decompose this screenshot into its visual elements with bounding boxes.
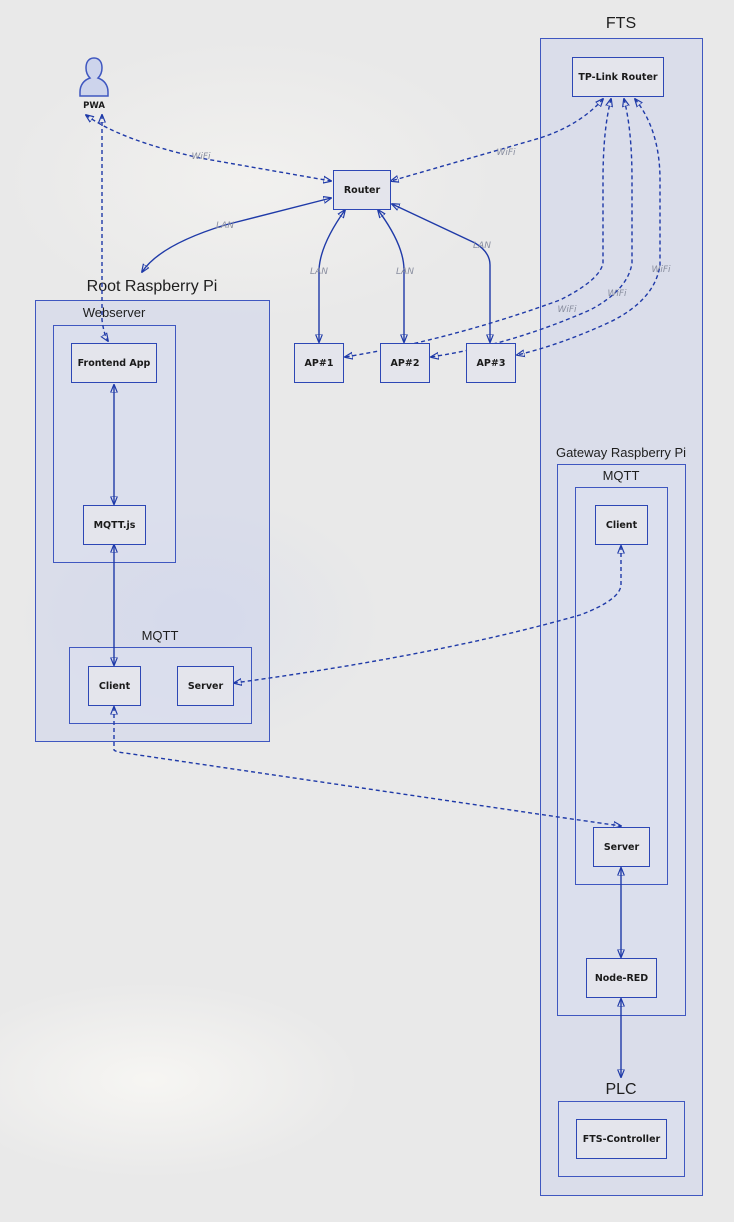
ap3-node[interactable]: AP#3 <box>466 343 516 383</box>
edge-label-tplink-ap1: WiFi <box>557 305 577 315</box>
edge-label-router-ap1: LAN <box>310 267 328 277</box>
plc-group-title: PLC <box>605 1081 637 1098</box>
router-node[interactable]: Router <box>333 170 391 210</box>
edge-label-router-ap2: LAN <box>396 267 414 277</box>
edge-label-pwa-router: WiFi <box>191 152 211 162</box>
webserver-group-title: Webserver <box>82 305 146 320</box>
fts-group-title: FTS <box>605 15 637 32</box>
frontend-app-node[interactable]: Frontend App <box>71 343 157 383</box>
gateway-pi-group-title: Gateway Raspberry Pi <box>555 445 687 460</box>
edge-label-tplink-ap2: WiFi <box>607 289 627 299</box>
edge-label-tplink-ap3: WiFi <box>651 265 671 275</box>
user-icon[interactable] <box>79 56 109 98</box>
fts-controller-node[interactable]: FTS-Controller <box>576 1119 667 1159</box>
pwa-label: PWA <box>83 101 105 111</box>
edge-router-rootpi <box>142 198 331 272</box>
gateway-mqtt-group-title: MQTT <box>602 468 640 483</box>
edge-label-router-rootpi: LAN <box>216 221 234 231</box>
edge-label-tplink-router: WiFi <box>496 148 516 158</box>
root-mqtt-client-node[interactable]: Client <box>88 666 141 706</box>
edge-pwa-router <box>86 115 331 181</box>
gateway-mqtt-group <box>575 487 668 885</box>
gateway-mqtt-client-node[interactable]: Client <box>595 505 648 545</box>
ap2-node[interactable]: AP#2 <box>380 343 430 383</box>
edge-label-router-ap3: LAN <box>473 241 491 251</box>
mqttjs-node[interactable]: MQTT.js <box>83 505 146 545</box>
root-pi-group-title: Root Raspberry Pi <box>86 278 218 295</box>
gateway-mqtt-server-node[interactable]: Server <box>593 827 650 867</box>
ap1-node[interactable]: AP#1 <box>294 343 344 383</box>
root-mqtt-server-node[interactable]: Server <box>177 666 234 706</box>
root-mqtt-group-title: MQTT <box>141 628 179 643</box>
tplink-router-node[interactable]: TP-Link Router <box>572 57 664 97</box>
node-red-node[interactable]: Node-RED <box>586 958 657 998</box>
